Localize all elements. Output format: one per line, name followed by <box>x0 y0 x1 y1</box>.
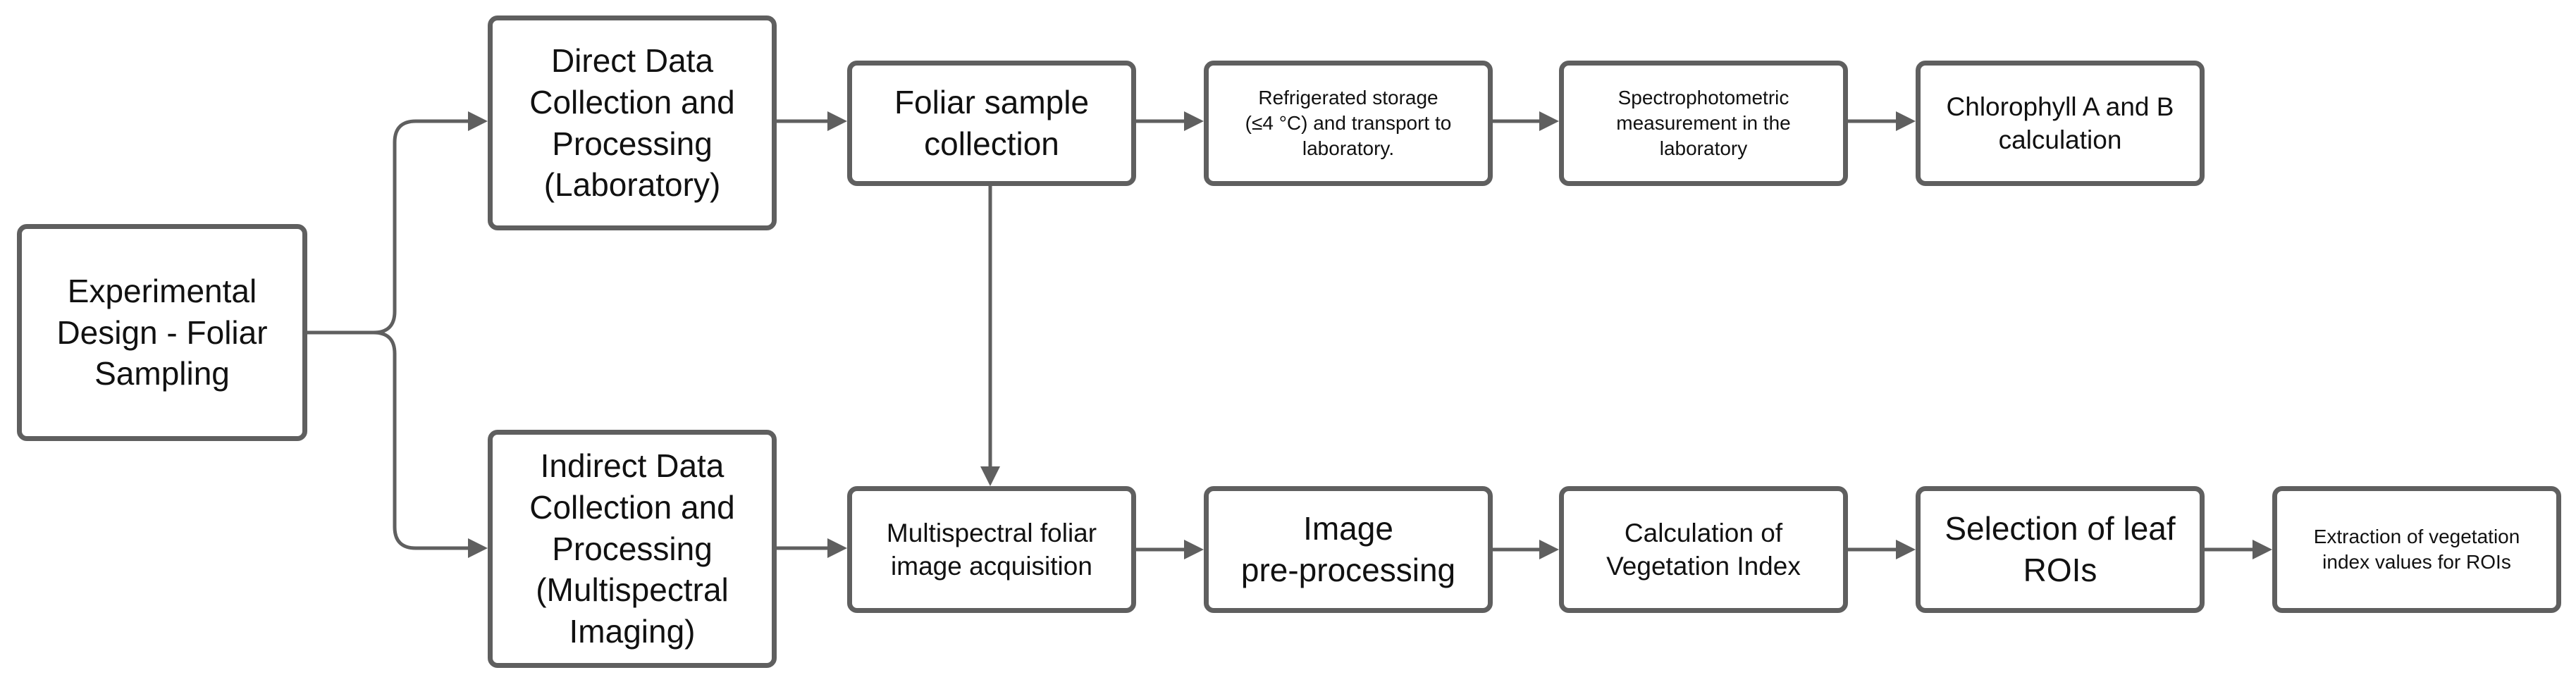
node-experimental-design-label: Experimental Design - Foliar Sampling <box>56 272 268 392</box>
node-refrigerated-storage: Refrigerated storage (≤4 °C) and transpo… <box>1204 61 1493 186</box>
arrowhead-extract <box>2253 540 2272 559</box>
node-direct-data-collection: Direct Data Collection and Processing (L… <box>488 16 777 230</box>
node-foliar-sample-collection: Foliar sample collection <box>847 61 1136 186</box>
arrowhead-multi <box>827 538 847 558</box>
node-spectrophotometric-measurement-label: Spectrophotometric measurement in the la… <box>1616 87 1791 159</box>
arrowhead-foliar <box>827 111 847 131</box>
node-foliar-sample-collection-label: Foliar sample collection <box>894 84 1090 162</box>
node-vegetation-index-extraction-label: Extraction of vegetation index values fo… <box>2313 526 2520 573</box>
node-indirect-data-collection-label: Indirect Data Collection and Processing … <box>529 447 735 650</box>
arrowhead-refrig <box>1184 111 1204 131</box>
node-multispectral-image-acquisition-label: Multispectral foliar image acquisition <box>886 518 1097 581</box>
node-vegetation-index-extraction: Extraction of vegetation index values fo… <box>2272 486 2561 613</box>
node-indirect-data-collection: Indirect Data Collection and Processing … <box>488 430 777 668</box>
node-experimental-design: Experimental Design - Foliar Sampling <box>17 224 307 441</box>
arrowhead-chloro <box>1896 111 1916 131</box>
arrowhead-indirect <box>468 538 488 558</box>
node-image-preprocessing: Image pre-processing <box>1204 486 1493 613</box>
node-leaf-roi-selection: Selection of leaf ROIs <box>1916 486 2205 613</box>
node-spectrophotometric-measurement: Spectrophotometric measurement in the la… <box>1559 61 1848 186</box>
node-direct-data-collection-label: Direct Data Collection and Processing (L… <box>529 42 735 204</box>
arrowhead-direct <box>468 111 488 131</box>
arrowhead-preproc <box>1184 540 1204 559</box>
node-leaf-roi-selection-label: Selection of leaf ROIs <box>1945 510 2176 588</box>
node-refrigerated-storage-label: Refrigerated storage (≤4 °C) and transpo… <box>1245 87 1452 159</box>
node-vegetation-index-calculation: Calculation of Vegetation Index <box>1559 486 1848 613</box>
node-chlorophyll-calculation-label: Chlorophyll A and B calculation <box>1946 92 2174 154</box>
node-vegetation-index-calculation-label: Calculation of Vegetation Index <box>1606 518 1801 581</box>
edge-start-to-indirect <box>373 330 474 550</box>
node-chlorophyll-calculation: Chlorophyll A and B calculation <box>1916 61 2205 186</box>
arrowhead-vegidx <box>1539 540 1559 559</box>
arrowhead-spectro <box>1539 111 1559 131</box>
arrowhead-rois <box>1896 540 1916 559</box>
node-image-preprocessing-label: Image pre-processing <box>1240 510 1456 588</box>
node-multispectral-image-acquisition: Multispectral foliar image acquisition <box>847 486 1136 613</box>
edge-start-to-branch <box>307 119 474 335</box>
arrowhead-multi-from-foliar <box>980 466 1000 486</box>
